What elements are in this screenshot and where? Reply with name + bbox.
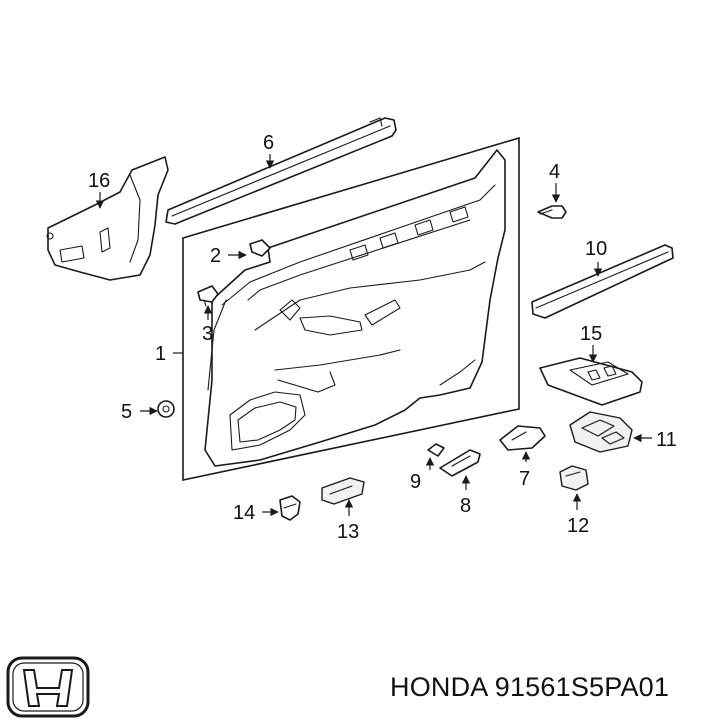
cap-part-5 — [157, 400, 175, 418]
door-weatherstrip — [165, 117, 397, 225]
brand-name: HONDA — [390, 672, 488, 702]
switch-part-13 — [321, 477, 365, 505]
callout-1: 1 — [155, 343, 166, 365]
handle-bezel-part-7 — [499, 425, 546, 451]
callout-12: 12 — [567, 515, 589, 537]
honda-h-logo-icon — [6, 656, 90, 718]
callout-6: 6 — [263, 132, 274, 154]
callout-13: 13 — [337, 521, 359, 543]
callout-16: 16 — [88, 170, 110, 192]
callout-5: 5 — [121, 401, 132, 423]
callout-14: 14 — [233, 502, 255, 524]
part-number: 91561S5PA01 — [494, 672, 670, 702]
clip-part-2 — [249, 239, 271, 257]
door-molding-part-10 — [531, 244, 674, 319]
callout-3: 3 — [202, 323, 213, 345]
window-switch-part-11 — [569, 411, 633, 453]
clip-part-9 — [427, 443, 445, 457]
switch-bezel-part-15 — [539, 357, 643, 406]
callout-11: 11 — [656, 429, 677, 451]
callout-4: 4 — [549, 161, 560, 183]
callout-15: 15 — [580, 323, 602, 345]
door-trim-panel — [204, 149, 506, 467]
door-insulator-panel — [46, 156, 169, 281]
push-clip-part-3 — [197, 285, 219, 307]
callout-2: 2 — [210, 245, 221, 267]
switch-part-12 — [559, 465, 589, 491]
socket-part-14 — [279, 495, 301, 521]
door-panel-frame — [182, 136, 520, 481]
callout-7: 7 — [519, 468, 530, 490]
screw-part-4 — [537, 205, 567, 219]
part-caption: HONDA 91561S5PA01 — [390, 672, 669, 703]
callout-10: 10 — [585, 238, 607, 260]
callout-9: 9 — [410, 471, 421, 493]
pull-cup-part-8 — [439, 449, 481, 477]
callout-8: 8 — [460, 495, 471, 517]
